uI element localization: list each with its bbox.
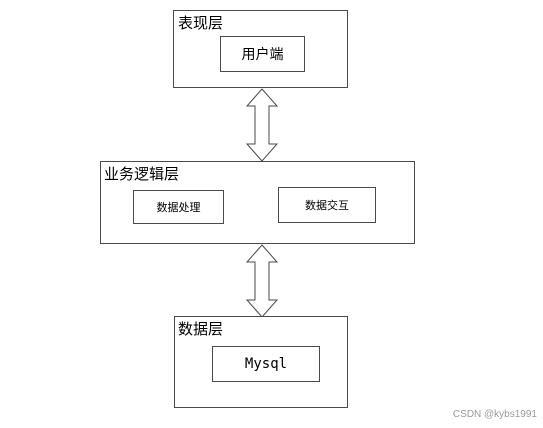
data-interaction-label: 数据交互 — [305, 199, 349, 212]
data-processing-box: 数据处理 — [133, 190, 224, 224]
client-label: 用户端 — [241, 47, 284, 63]
watermark: CSDN @kybs1991 — [452, 409, 537, 420]
mysql-box: Mysql — [212, 346, 320, 382]
data-processing-label: 数据处理 — [156, 201, 201, 214]
business-logic-layer: 业务逻辑层 数据处理 数据交互 — [100, 161, 415, 244]
double-arrow-top — [245, 88, 279, 162]
double-arrow-bottom — [245, 244, 279, 318]
presentation-layer: 表现层 用户端 — [173, 10, 348, 88]
mysql-label: Mysql — [244, 356, 288, 372]
data-layer: 数据层 Mysql — [174, 316, 348, 408]
client-box: 用户端 — [220, 36, 305, 72]
data-layer-title: 数据层 — [178, 320, 224, 338]
presentation-layer-title: 表现层 — [178, 14, 224, 32]
business-logic-layer-title: 业务逻辑层 — [104, 165, 180, 183]
data-interaction-box: 数据交互 — [278, 187, 376, 223]
